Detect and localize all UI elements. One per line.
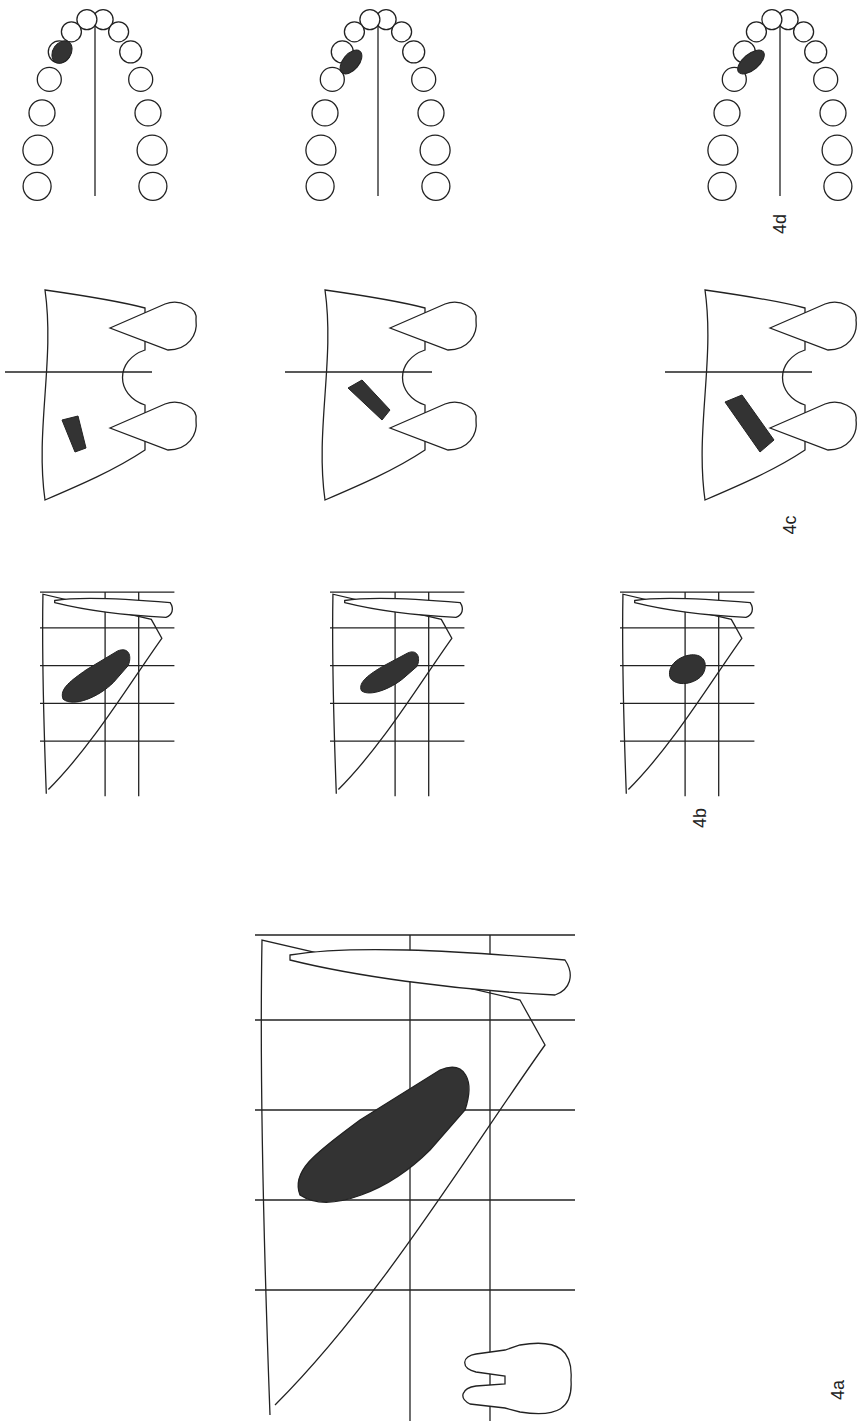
figure-label: 4a <box>828 1380 849 1400</box>
figure-label: 4c <box>780 515 801 534</box>
figure-label: 4d <box>770 214 791 234</box>
figure-label: 4b <box>690 808 711 828</box>
